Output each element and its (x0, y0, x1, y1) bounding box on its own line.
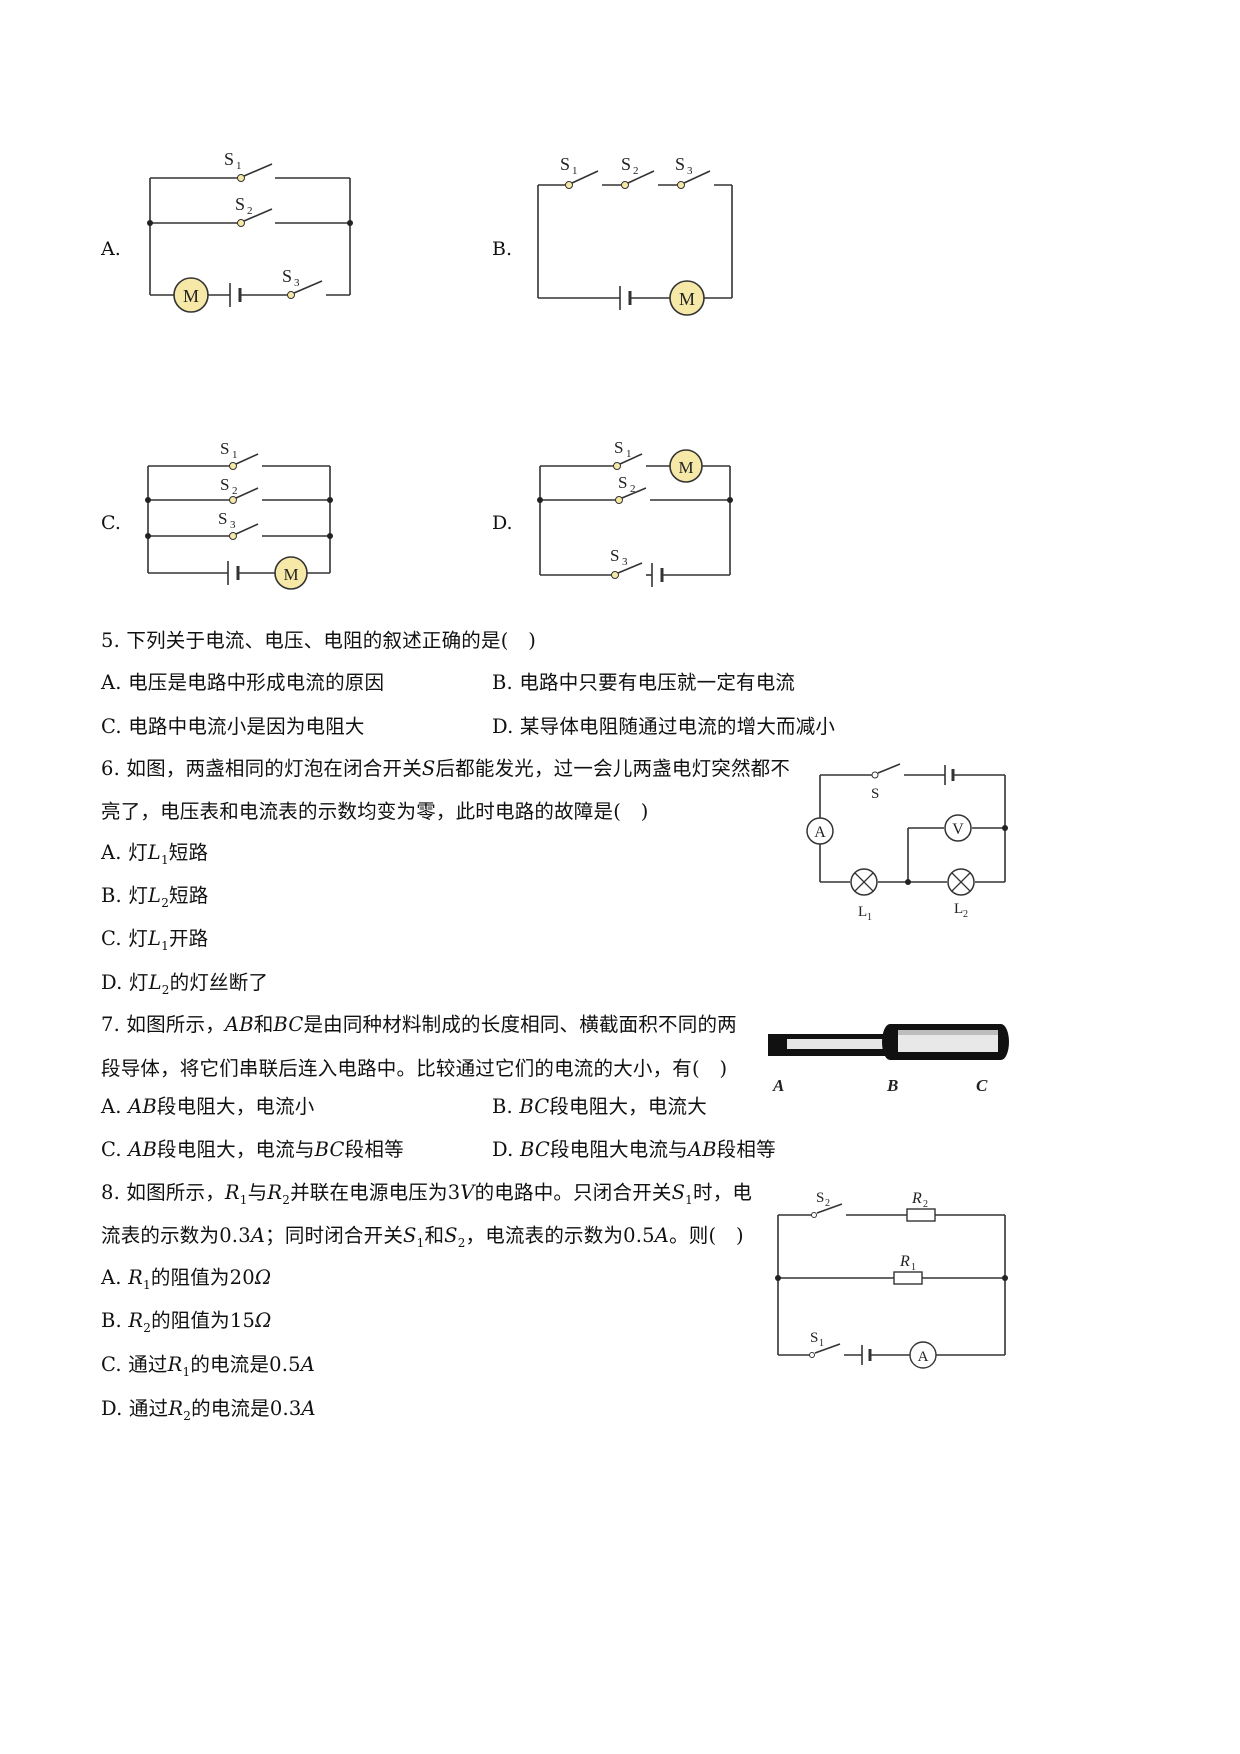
svg-text:R: R (899, 1253, 910, 1270)
motor-icon (173, 277, 209, 313)
q8-option-a: A. R1的阻值为20Ω (101, 1266, 272, 1292)
question-8-stem-line2: 流表的示数为0.3A；同时闭合开关S1和S2，电流表的示数为0.5A。则( ) (101, 1224, 744, 1250)
q6-option-d: D. 灯L2的灯丝断了 (101, 971, 269, 997)
svg-text:M: M (679, 289, 695, 309)
question-6-stem-line2: 亮了，电压表和电流表的示数均变为零，此时电路的故障是( ) (101, 800, 649, 823)
svg-text:1: 1 (236, 160, 242, 172)
q8-option-d: D. 通过R2的电流是0.3A (101, 1397, 316, 1423)
motor-icon (669, 449, 703, 483)
svg-text:S: S (675, 154, 685, 174)
q5-option-c: C. 电路中电流小是因为电阻大 (101, 715, 365, 738)
svg-text:V: V (952, 821, 964, 838)
svg-text:1: 1 (232, 449, 238, 461)
question-8-stem-line1: 8. 如图所示，R1与R2并联在电源电压为3V的电路中。只闭合开关S1时，电 (101, 1181, 753, 1207)
svg-text:R: R (911, 1190, 922, 1207)
q8-option-b: B. R2的阻值为15Ω (101, 1309, 272, 1335)
motor-icon (274, 556, 308, 590)
question-7-stem-line1: 7. 如图所示，AB和BC是由同种材料制成的长度相同、横截面积不同的两 (101, 1013, 737, 1036)
q7-option-a: A. AB段电阻大，电流小 (101, 1095, 315, 1118)
svg-text:S: S (618, 473, 627, 492)
svg-text:M: M (283, 565, 298, 584)
svg-text:L: L (858, 904, 867, 920)
svg-text:L: L (954, 901, 963, 917)
svg-text:2: 2 (633, 165, 639, 177)
q5-option-b: B. 电路中只要有电压就一定有电流 (492, 671, 796, 694)
question-5-stem: 5. 下列关于电流、电压、电阻的叙述正确的是( ) (101, 629, 537, 652)
svg-text:1: 1 (911, 1262, 916, 1273)
svg-text:S: S (235, 194, 245, 214)
svg-text:S: S (816, 1190, 824, 1206)
q4-option-a-label: A. (101, 238, 121, 260)
svg-text:S: S (282, 266, 292, 286)
svg-text:C: C (976, 1076, 988, 1095)
motor-label: M (183, 286, 199, 306)
svg-text:A: A (772, 1076, 784, 1095)
svg-text:2: 2 (963, 909, 968, 920)
svg-text:2: 2 (247, 205, 253, 217)
q6-option-c: C. 灯L1开路 (101, 927, 209, 953)
svg-text:3: 3 (622, 556, 628, 568)
svg-text:2: 2 (630, 483, 636, 495)
svg-text:S: S (621, 154, 631, 174)
svg-text:A: A (918, 1349, 929, 1365)
svg-text:S: S (610, 546, 619, 565)
q4-option-d-label: D. (492, 512, 513, 534)
conductor-diagram-q7: A B C (768, 1024, 1009, 1095)
svg-text:1: 1 (572, 165, 578, 177)
svg-text:1: 1 (867, 912, 872, 923)
q5-option-a: A. 电压是电路中形成电流的原因 (101, 671, 385, 694)
q7-option-b: B. BC段电阻大，电流大 (492, 1095, 707, 1118)
question-7-stem-line2: 段导体，将它们串联后连入电路中。比较通过它们的电流的大小，有( ) (101, 1057, 728, 1080)
svg-text:S: S (810, 1330, 818, 1346)
svg-text:S: S (614, 438, 623, 457)
svg-text:S: S (220, 475, 229, 494)
lamp-l1-icon (850, 868, 878, 896)
svg-text:S: S (220, 439, 229, 458)
voltmeter-icon (944, 814, 972, 842)
svg-text:1: 1 (626, 448, 632, 460)
svg-text:3: 3 (230, 519, 236, 531)
q6-option-a: A. 灯L1短路 (101, 841, 209, 867)
svg-text:2: 2 (825, 1198, 830, 1209)
q5-option-d: D. 某导体电阻随通过电流的增大而减小 (492, 715, 836, 738)
svg-text:1: 1 (819, 1338, 824, 1349)
svg-text:2: 2 (232, 485, 238, 497)
svg-text:B: B (886, 1076, 898, 1095)
q4-option-c-label: C. (101, 512, 121, 534)
motor-icon (669, 280, 705, 316)
svg-text:S: S (218, 509, 227, 528)
lamp-l2-icon (947, 868, 975, 896)
ammeter-icon (806, 817, 834, 845)
svg-text:3: 3 (687, 165, 693, 177)
svg-text:3: 3 (294, 277, 300, 289)
resistor-r2-icon (906, 1208, 936, 1222)
svg-text:S: S (224, 149, 234, 169)
q7-option-c: C. AB段电阻大，电流与BC段相等 (101, 1138, 404, 1161)
q7-option-d: D. BC段电阻大电流与AB段相等 (492, 1138, 776, 1161)
svg-text:2: 2 (923, 1199, 928, 1210)
q8-option-c: C. 通过R1的电流是0.5A (101, 1353, 316, 1379)
q4-option-b-label: B. (492, 238, 513, 260)
svg-text:S: S (871, 786, 879, 802)
question-6-stem-line1: 6. 如图，两盏相同的灯泡在闭合开关S后都能发光，过一会儿两盏电灯突然都不 (101, 757, 791, 780)
q6-option-b: B. 灯L2短路 (101, 884, 209, 910)
ammeter-icon (909, 1341, 937, 1369)
svg-text:A: A (814, 824, 826, 841)
svg-text:S: S (560, 154, 570, 174)
resistor-r1-icon (893, 1271, 923, 1285)
svg-text:M: M (678, 458, 693, 477)
